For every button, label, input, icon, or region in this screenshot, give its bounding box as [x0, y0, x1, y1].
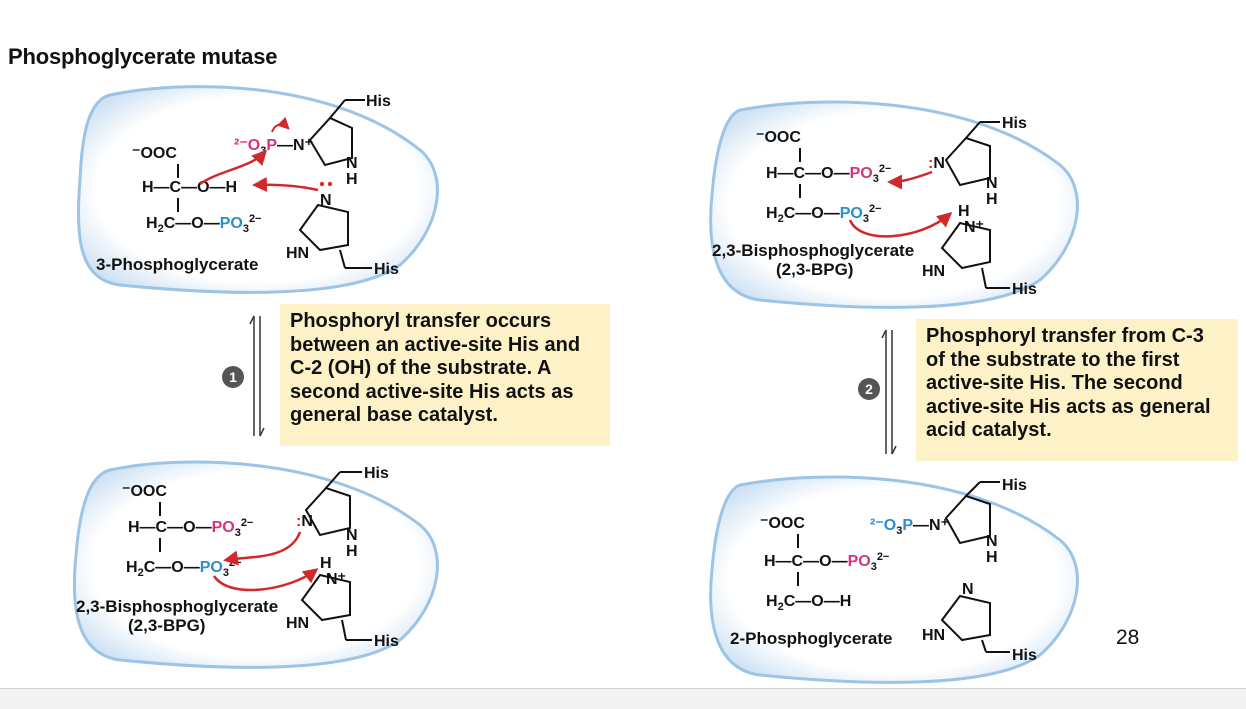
svg-text:H2C—O—PO32−: H2C—O—PO32− — [146, 213, 261, 235]
step-1-badge: 1 — [222, 366, 244, 388]
svg-text:H: H — [986, 549, 998, 566]
svg-text::N: :N — [296, 513, 313, 530]
his-label: His — [366, 93, 391, 110]
svg-text:H—C—O—PO32−: H—C—O—PO32− — [128, 517, 253, 539]
active-site-pocket — [709, 475, 1079, 684]
svg-text::N: :N — [928, 155, 945, 172]
svg-text:2,3-Bisphosphoglycerate: 2,3-Bisphosphoglycerate — [76, 597, 278, 616]
svg-text:HN: HN — [922, 263, 945, 280]
svg-text:H—C—O—PO32−: H—C—O—PO32− — [764, 551, 889, 573]
svg-text:⁻OOC: ⁻OOC — [756, 129, 801, 146]
svg-text:N: N — [346, 155, 358, 172]
svg-text:N: N — [320, 192, 332, 209]
active-site-pocket — [709, 100, 1079, 309]
svg-text:HN: HN — [922, 627, 945, 644]
svg-text:H: H — [346, 543, 358, 560]
step-1-note: Phosphoryl transfer occurs between an ac… — [280, 304, 610, 446]
carboxylate-text: ⁻OOC — [132, 145, 177, 162]
step-2-badge: 2 — [858, 378, 880, 400]
svg-text:H: H — [346, 171, 358, 188]
hc-oh-text: H—C—O—H — [142, 179, 237, 196]
svg-text:His: His — [374, 633, 399, 650]
svg-text:N: N — [346, 527, 358, 544]
page-title: Phosphoglycerate mutase — [8, 44, 278, 69]
equilibrium-arrow-2 — [881, 329, 897, 455]
svg-text:N⁺: N⁺ — [964, 219, 984, 236]
svg-text:2-Phosphoglycerate: 2-Phosphoglycerate — [730, 629, 893, 648]
his-imidazole-bottom: N HN His — [286, 181, 399, 278]
svg-text:His: His — [1002, 115, 1027, 132]
svg-text:2,3-Bisphosphoglycerate: 2,3-Bisphosphoglycerate — [712, 241, 914, 260]
svg-text:His: His — [1002, 477, 1027, 494]
svg-text:H2C—O—PO32−: H2C—O—PO32− — [766, 203, 881, 225]
svg-text:N⁺: N⁺ — [326, 571, 346, 588]
his-label: His — [374, 261, 399, 278]
svg-text:⁻OOC: ⁻OOC — [122, 483, 167, 500]
footer-bar — [0, 688, 1246, 709]
svg-text:²⁻O3P—N⁺: ²⁻O3P—N⁺ — [870, 517, 949, 537]
svg-text:H: H — [986, 191, 998, 208]
svg-text:N: N — [962, 581, 974, 598]
svg-text:N: N — [986, 533, 998, 550]
panel-2-phosphoglycerate: ⁻OOC H—C—O—PO32− H2C—O—H 2-Phosphoglycer… — [709, 475, 1079, 684]
equilibrium-arrow-1 — [249, 315, 265, 437]
svg-text:His: His — [1012, 281, 1037, 298]
svg-text:(2,3-BPG): (2,3-BPG) — [776, 260, 853, 279]
panel-bpg-left: ⁻OOC H—C—O—PO32− H2C—O—PO32− 2,3-Bisphos… — [72, 460, 439, 669]
step-2-note: Phosphoryl transfer from C-3 of the subs… — [916, 319, 1238, 461]
svg-text:His: His — [1012, 647, 1037, 664]
svg-text:H: H — [958, 203, 970, 220]
svg-text:H—C—O—PO32−: H—C—O—PO32− — [766, 163, 891, 185]
svg-text:⁻OOC: ⁻OOC — [760, 515, 805, 532]
svg-text:H2C—O—H: H2C—O—H — [766, 593, 851, 613]
svg-text:H: H — [320, 555, 332, 572]
substrate-label: 3-Phosphoglycerate — [96, 255, 259, 274]
svg-text:HN: HN — [286, 245, 309, 262]
svg-text:His: His — [364, 465, 389, 482]
panel-3-phosphoglycerate: ⁻OOC H—C—O—H H2C—O—PO32− 3-Phosphoglycer… — [76, 85, 439, 294]
panel-bpg-right: ⁻OOC H—C—O—PO32− H2C—O—PO32− 2,3-Bisphos… — [709, 100, 1079, 309]
page-number: 28 — [1116, 626, 1140, 649]
svg-text:(2,3-BPG): (2,3-BPG) — [128, 616, 205, 635]
svg-text:N: N — [986, 175, 998, 192]
svg-text:HN: HN — [286, 615, 309, 632]
